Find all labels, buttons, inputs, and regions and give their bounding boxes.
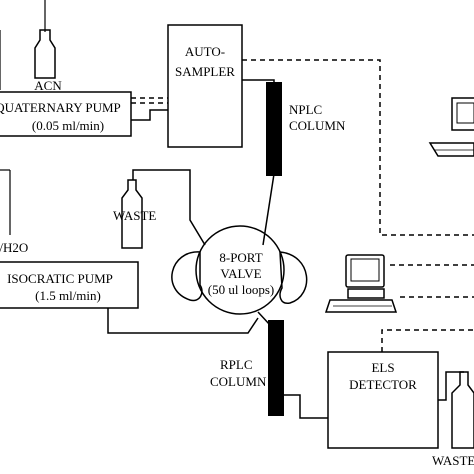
acn-label: ACN: [34, 78, 62, 93]
valve-icon: [195, 225, 285, 315]
detector-label-2: DETECTOR: [349, 377, 417, 392]
rplc-label-1: RPLC: [220, 357, 253, 372]
autosampler-label-1: AUTO-: [184, 44, 226, 59]
left-loop-icon: [171, 251, 203, 302]
rplc-column-icon: [268, 320, 284, 416]
quaternary-pump-box: [0, 91, 132, 137]
nplc-label-1: NPLC: [289, 102, 323, 117]
waste-label: WASTE: [113, 208, 157, 223]
nplc-column-icon: [266, 82, 282, 176]
detector-label-1: ELS: [371, 360, 395, 375]
h2o-label: H/H2O: [0, 240, 29, 255]
computer-icon-2: [324, 254, 398, 313]
autosampler-label-2: SAMPLER: [175, 64, 235, 79]
waste-bottle-icon: [121, 179, 143, 249]
valve-label-2: VALVE: [220, 266, 262, 281]
autosampler-box: [167, 24, 243, 148]
quaternary-pump-flow: (0.05 ml/min): [31, 118, 105, 133]
acn-bottle-icon: [34, 0, 56, 79]
rplc-label-2: COLUMN: [210, 374, 267, 389]
quaternary-pump-name: QUATERNARY PUMP: [0, 100, 121, 115]
right-loop-icon: [279, 251, 308, 304]
waste-bottle-bottom-icon: [451, 371, 474, 449]
valve-label-3: (50 ul loops): [207, 282, 275, 297]
isocratic-pump-box: [0, 261, 139, 309]
nplc-label-2: COLUMN: [289, 118, 346, 133]
isocratic-pump-name: ISOCRATIC PUMP: [7, 271, 113, 286]
isocratic-pump-flow: (1.5 ml/min): [35, 288, 101, 303]
waste-bottom-label: WASTE: [432, 453, 474, 468]
computer-icon: [428, 97, 474, 157]
valve-label-1: 8-PORT: [219, 250, 263, 265]
